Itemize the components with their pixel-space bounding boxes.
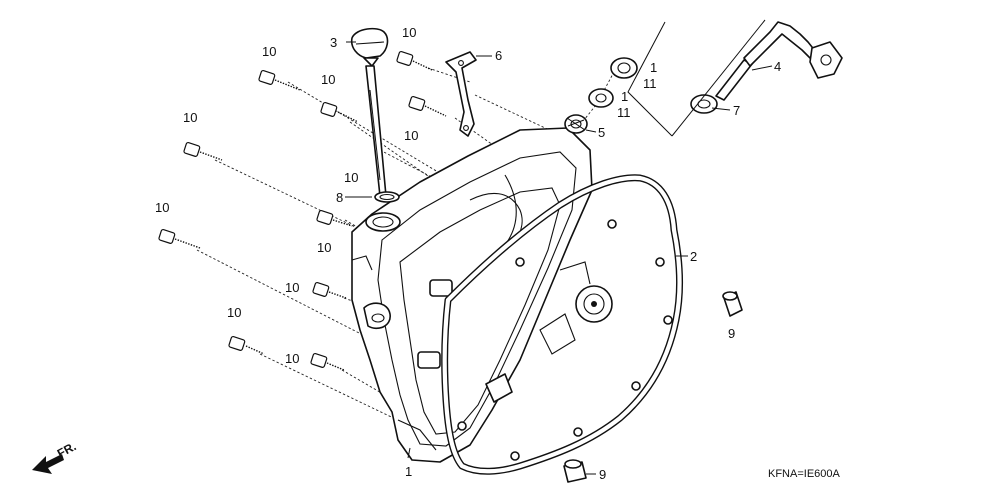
callout-10: 10 [402, 25, 416, 40]
flange-bolts [158, 51, 447, 371]
callout-1: 1 [405, 464, 412, 479]
group-bracket-line [627, 21, 673, 137]
callout-7: 7 [733, 103, 740, 118]
callout-5: 5 [598, 125, 605, 140]
bolt-d [158, 229, 201, 249]
callout-11: 11 [643, 76, 657, 91]
callout-10: 10 [227, 305, 241, 320]
crankcase-cover [351, 127, 593, 463]
bolt-g [228, 336, 265, 355]
callout-10: 10 [285, 280, 299, 295]
front-arrow-icon [32, 454, 64, 474]
callout-1: 1 [621, 89, 628, 104]
front-direction-marker: FR. [32, 439, 78, 474]
cable-seal [690, 94, 718, 114]
callout-leaders [345, 41, 773, 475]
callout-8: 8 [336, 190, 343, 205]
callout-4: 4 [774, 59, 781, 74]
bolt-j [408, 96, 447, 117]
bolt-h [310, 353, 345, 371]
callout-9: 9 [599, 467, 606, 482]
bolt-a [258, 70, 301, 91]
callout-labels: 3 10 10 10 10 10 10 10 10 10 10 10 6 1 1… [155, 25, 781, 482]
bolt-b [320, 102, 359, 123]
callout-10: 10 [317, 240, 331, 255]
callout-11: 11 [617, 105, 631, 120]
callout-10: 10 [262, 44, 276, 59]
dowel-pins [563, 291, 743, 483]
callout-10: 10 [321, 72, 335, 87]
speed-cable-assembly [715, 21, 843, 101]
callout-3: 3 [330, 35, 337, 50]
callout-10: 10 [183, 110, 197, 125]
callout-10: 10 [404, 128, 418, 143]
cable-bracket [445, 51, 477, 137]
oil-seals [588, 57, 638, 108]
grommet [564, 114, 588, 134]
bolt-i [396, 51, 433, 71]
callout-10: 10 [344, 170, 358, 185]
dipstick-o-ring [374, 191, 400, 203]
bolt-c [183, 142, 223, 161]
callout-1: 1 [650, 60, 657, 75]
callout-10: 10 [285, 351, 299, 366]
cover-gasket [441, 174, 684, 475]
diagram-code: KFNA=IE600A [768, 468, 841, 480]
bolt-e [316, 210, 353, 227]
callout-10: 10 [155, 200, 169, 215]
bolt-f [312, 282, 347, 299]
group-bracket-line-right [671, 19, 766, 137]
callout-6: 6 [495, 48, 502, 63]
callout-2: 2 [690, 249, 697, 264]
callout-9: 9 [728, 326, 735, 341]
